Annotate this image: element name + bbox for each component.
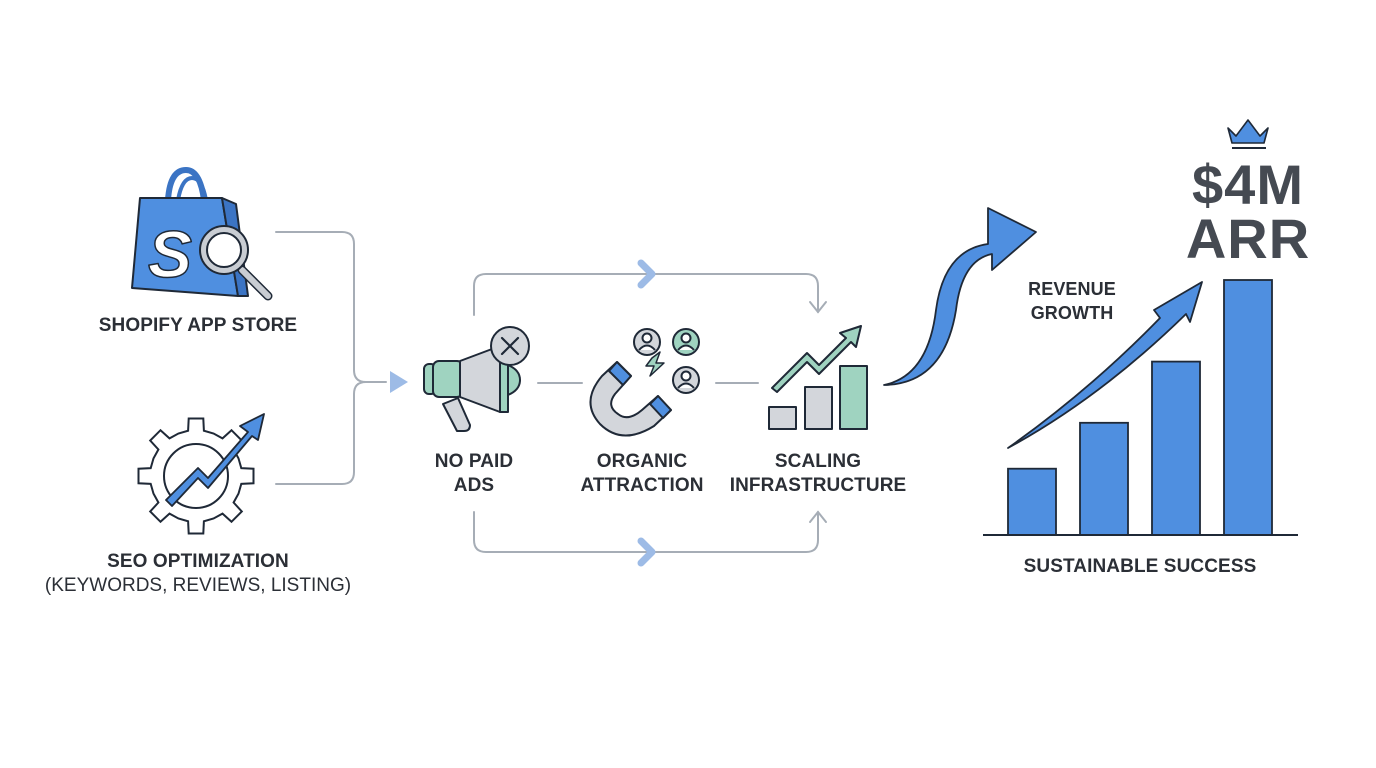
curved-growth-arrow-icon [883,207,1037,386]
revenue-bar [1151,360,1201,536]
bottom-chevron-icon [637,537,656,567]
organic-attraction-line1: ORGANIC [596,451,688,472]
connector-top-loop-arrowhead [809,301,827,314]
user-icon [672,366,700,394]
revenue-growth-line2: GROWTH [1030,303,1114,323]
seo-optimization-sublabel: (KEYWORDS, REVIEWS, LISTING) [44,575,352,596]
connector-top-loop [473,273,819,316]
revenue-bars [1007,279,1273,536]
organic-attraction-label: ORGANIC ATTRACTION [572,450,712,498]
arr-headline: $4M ARR [1168,153,1328,270]
organic-attraction-line2: ATTRACTION [580,475,704,496]
crown-icon [1227,119,1269,149]
scaling-infrastructure-label: SCALING INFRASTRUCTURE [722,450,914,498]
scaling-infrastructure-line2: INFRASTRUCTURE [729,475,907,496]
no-paid-ads-line1: NO PAID [434,451,514,472]
connector-bottom-loop [473,511,819,553]
megaphone-crossed-icon [423,326,530,432]
user-icon [633,328,661,356]
revenue-growth-line1: REVENUE [1028,279,1116,299]
no-paid-ads-line2: ADS [453,475,495,496]
seo-optimization-label: SEO OPTIMIZATION [107,551,289,572]
shopify-bag-magnifier-icon: S [131,167,273,301]
top-chevron-icon [637,259,656,289]
arr-headline-line2: ARR [1185,207,1311,270]
connector-bottom-loop-arrowhead [809,510,827,523]
bar-growth-icon [768,325,868,430]
connector-shopify-to-merge [275,231,387,383]
connectors [275,231,827,553]
arr-headline-line1: $4M [1192,153,1304,216]
scaling-infrastructure-line1: SCALING [774,451,862,472]
connector-seo-to-merge [275,381,367,485]
gear-trend-arrow-icon [137,413,265,535]
merge-arrow-icon [390,371,408,393]
shopify-app-store-label: SHOPIFY APP STORE [98,315,298,336]
revenue-growth-label: REVENUE GROWTH [1012,277,1132,325]
user-icon [672,328,700,356]
magnet-users-icon [589,328,700,437]
revenue-bar [1007,467,1057,536]
no-paid-ads-label: NO PAID ADS [414,450,534,498]
svg-text:S: S [148,217,192,291]
sustainable-success-label: SUSTAINABLE SUCCESS [1023,556,1257,577]
revenue-growth-arrow-icon [1007,281,1203,449]
revenue-bar [1079,421,1129,536]
revenue-bar [1223,279,1273,536]
